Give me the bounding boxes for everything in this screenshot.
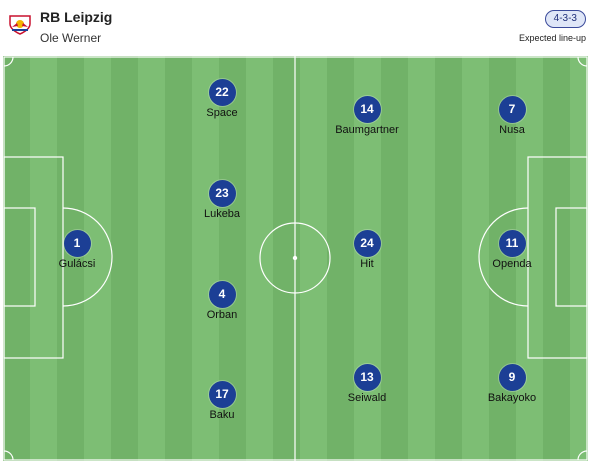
lineup-header: RB Leipzig Ole Werner 4-3-3 Expected lin…	[0, 0, 589, 56]
player-name: Openda	[492, 258, 532, 270]
player-gk[interactable]: 1 Gulácsi	[22, 230, 132, 270]
player-name: Space	[206, 107, 238, 119]
player-name: Orban	[206, 309, 238, 321]
player-midfielder-2[interactable]: 24 Hit	[312, 230, 422, 270]
coach-name: Ole Werner	[40, 31, 102, 45]
player-name: Seiwald	[347, 392, 387, 404]
player-forward-3[interactable]: 9 Bakayoko	[457, 364, 567, 404]
player-number: 9	[498, 364, 526, 391]
pitch-markings	[3, 56, 588, 461]
player-forward-1[interactable]: 7 Nusa	[457, 96, 567, 136]
center-spot	[292, 255, 298, 261]
player-name: Hit	[360, 258, 374, 270]
player-number: 4	[208, 281, 236, 308]
player-name: Baumgartner	[335, 124, 399, 136]
player-number: 14	[353, 96, 381, 123]
lineup-type-label: Expected line-up	[518, 33, 586, 43]
player-defender-3[interactable]: 4 Orban	[167, 281, 277, 321]
player-name: Bakayoko	[487, 392, 537, 404]
player-midfielder-3[interactable]: 13 Seiwald	[312, 364, 422, 404]
player-number: 22	[208, 79, 236, 106]
player-forward-2[interactable]: 11 Openda	[457, 230, 567, 270]
player-name: Nusa	[499, 124, 525, 136]
player-number: 23	[208, 180, 236, 207]
player-number: 1	[63, 230, 91, 257]
player-name: Gulácsi	[58, 258, 96, 270]
team-name: RB Leipzig	[40, 9, 113, 25]
player-name: Baku	[209, 409, 235, 421]
player-number: 13	[353, 364, 381, 391]
player-name: Lukeba	[203, 208, 241, 220]
player-midfielder-1[interactable]: 14 Baumgartner	[312, 96, 422, 136]
player-number: 11	[498, 230, 526, 257]
player-number: 24	[353, 230, 381, 257]
player-number: 7	[498, 96, 526, 123]
player-defender-4[interactable]: 17 Baku	[167, 381, 277, 421]
player-defender-2[interactable]: 23 Lukeba	[167, 180, 277, 220]
formation-badge: 4-3-3	[544, 10, 586, 28]
club-logo-icon	[9, 15, 31, 35]
player-defender-1[interactable]: 22 Space	[167, 79, 277, 119]
pitch: 1 Gulácsi 22 Space 23 Lukeba 4 Orban 17 …	[3, 56, 588, 461]
player-number: 17	[208, 381, 236, 408]
